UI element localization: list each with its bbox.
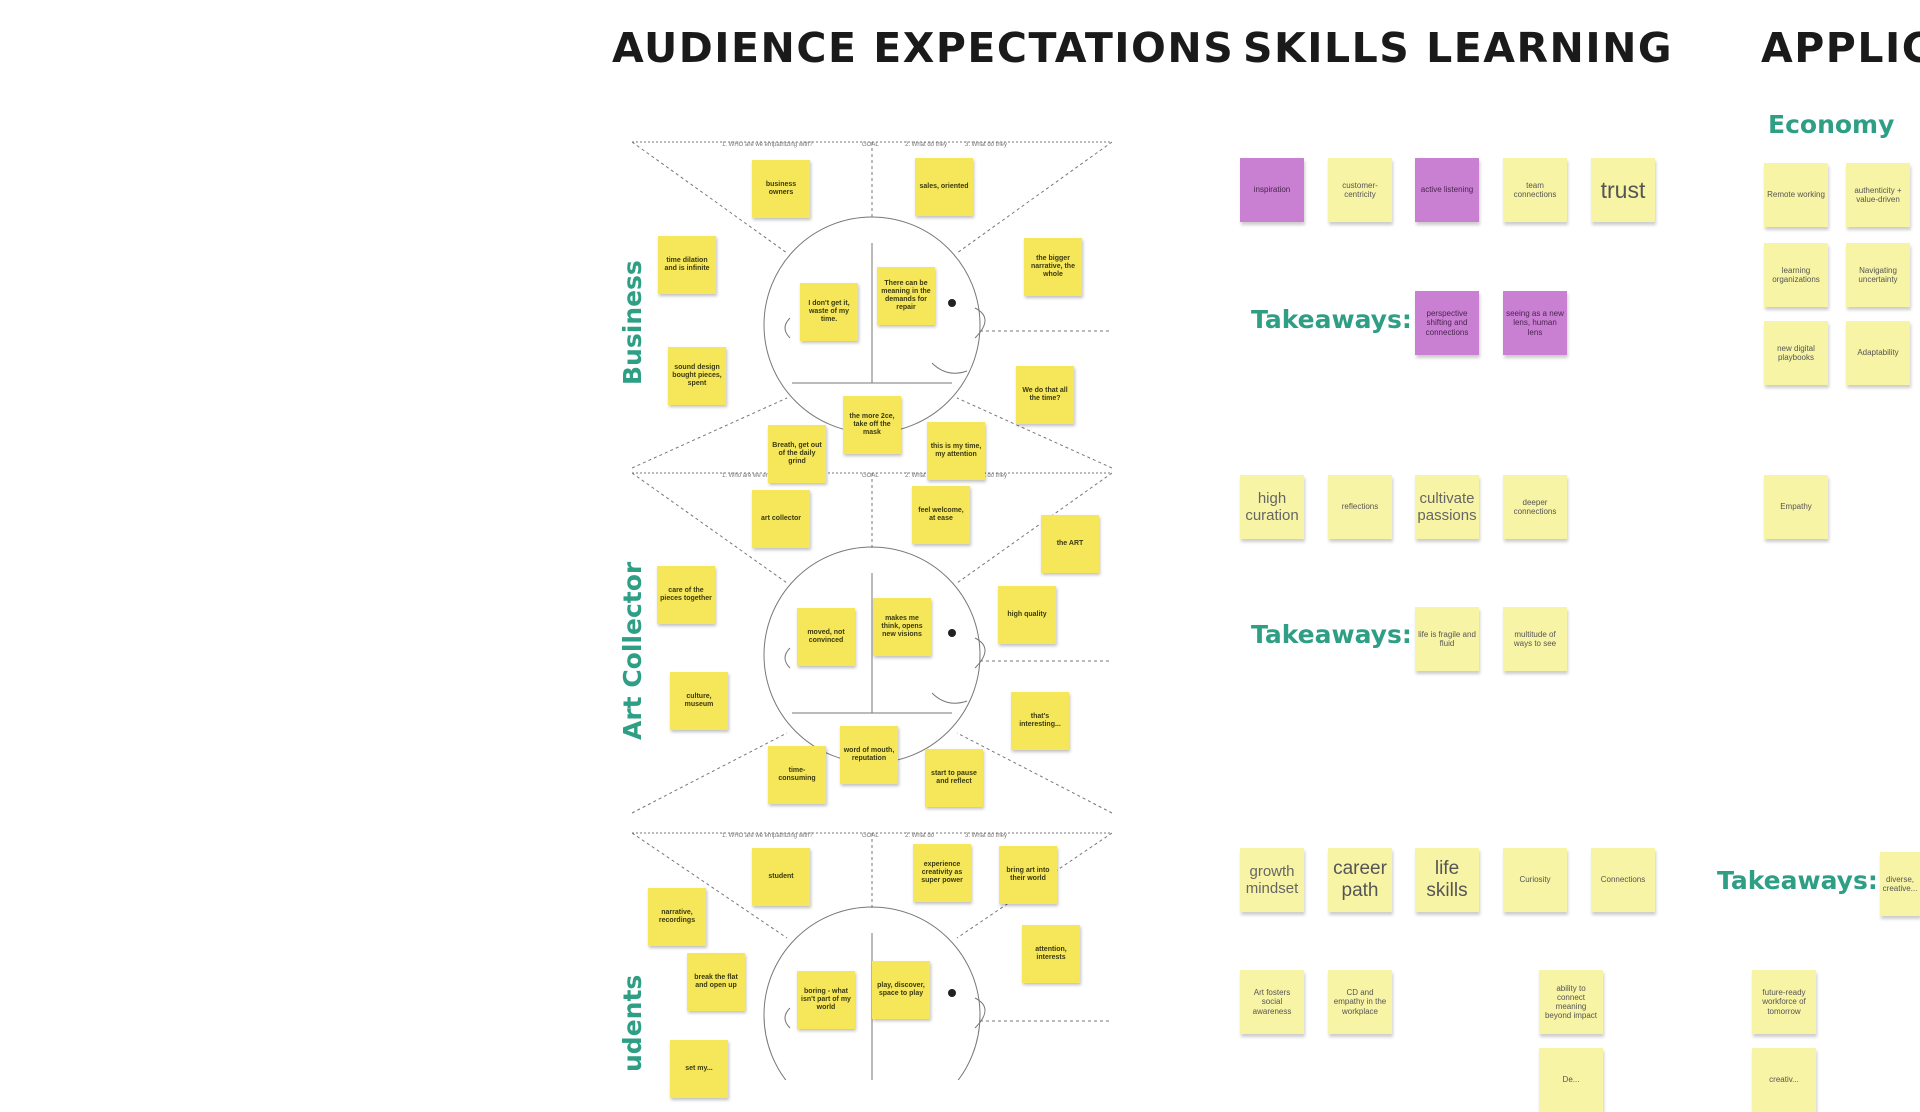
sticky-note[interactable]: sales, oriented: [915, 158, 973, 216]
sticky-note[interactable]: care of the pieces together: [657, 566, 715, 624]
sticky-note[interactable]: trust: [1591, 158, 1655, 222]
map-caption: GOAL: [862, 142, 879, 148]
sticky-note[interactable]: Remote working: [1764, 163, 1828, 227]
sticky-note[interactable]: Breath, get out of the daily grind: [768, 425, 826, 483]
sticky-note[interactable]: seeing as a new lens, human lens: [1503, 291, 1567, 355]
sticky-note[interactable]: art collector: [752, 490, 810, 548]
sticky-note[interactable]: break the flat and open up: [687, 953, 745, 1011]
sticky-note[interactable]: narrative, recordings: [648, 888, 706, 946]
header-applica: APPLICA: [1761, 24, 1920, 72]
label-business: Business: [618, 260, 647, 385]
sticky-note[interactable]: life skills: [1415, 848, 1479, 912]
takeaways-label: Takeaways:: [1717, 866, 1878, 895]
sticky-note[interactable]: We do that all the time?: [1016, 366, 1074, 424]
sticky-note[interactable]: the more 2ce, take off the mask: [843, 396, 901, 454]
sticky-note[interactable]: feel welcome, at ease: [912, 486, 970, 544]
sticky-note[interactable]: Art fosters social awareness: [1240, 970, 1304, 1034]
sticky-note[interactable]: boring - what isn't part of my world: [797, 971, 855, 1029]
map-caption: GOAL: [862, 833, 879, 839]
header-audience-expectations: AUDIENCE EXPECTATIONS: [612, 24, 1235, 72]
sticky-note[interactable]: customer-centricity: [1328, 158, 1392, 222]
sticky-note[interactable]: deeper connections: [1503, 475, 1567, 539]
header-skills-learning: SKILLS LEARNING: [1243, 24, 1674, 72]
sticky-note[interactable]: ability to connect meaning beyond impact: [1539, 970, 1603, 1034]
sticky-note[interactable]: business owners: [752, 160, 810, 218]
sticky-note[interactable]: bring art into their world: [999, 846, 1057, 904]
section-title-economy: Economy: [1768, 110, 1895, 139]
sticky-note[interactable]: diverse, creative...: [1880, 852, 1920, 916]
sticky-note[interactable]: the ART: [1041, 515, 1099, 573]
sticky-note[interactable]: this is my time, my attention: [927, 422, 985, 480]
sticky-note[interactable]: that's interesting...: [1011, 692, 1069, 750]
map-caption: 1. WHO are we empathizing with?: [722, 142, 813, 148]
map-caption: 2. What do they: [905, 473, 947, 479]
sticky-note[interactable]: student: [752, 848, 810, 906]
sticky-note[interactable]: experience creativity as super power: [913, 844, 971, 902]
takeaways-label: Takeaways:: [1251, 620, 1412, 649]
sticky-note[interactable]: moved, not convinced: [797, 608, 855, 666]
sticky-note[interactable]: time-consuming: [768, 746, 826, 804]
label-students: udents: [618, 974, 647, 1072]
map-caption: GOAL: [862, 473, 879, 479]
takeaways-label: Takeaways:: [1251, 305, 1412, 334]
sticky-note[interactable]: Connections: [1591, 848, 1655, 912]
sticky-note[interactable]: the bigger narrative, the whole: [1024, 238, 1082, 296]
sticky-note[interactable]: CD and empathy in the workplace: [1328, 970, 1392, 1034]
sticky-note[interactable]: Curiosity: [1503, 848, 1567, 912]
sticky-note[interactable]: I don't get it, waste of my time.: [800, 283, 858, 341]
empathy-map-diagram: [632, 141, 1112, 1080]
label-art-collector: Art Collector: [618, 561, 647, 740]
map-caption: 3. What do they: [965, 473, 1008, 479]
map-caption: 2. What do they: [905, 142, 948, 148]
sticky-note[interactable]: word of mouth, reputation: [840, 726, 898, 784]
sticky-note[interactable]: creativ...: [1752, 1048, 1816, 1112]
sticky-note[interactable]: inspiration: [1240, 158, 1304, 222]
sticky-note[interactable]: authenticity + value-driven: [1846, 163, 1910, 227]
sticky-note[interactable]: time dilation and is infinite: [658, 236, 716, 294]
sticky-note[interactable]: culture, museum: [670, 672, 728, 730]
sticky-note[interactable]: reflections: [1328, 475, 1392, 539]
sticky-note[interactable]: active listening: [1415, 158, 1479, 222]
sticky-note[interactable]: future-ready workforce of tomorrow: [1752, 970, 1816, 1034]
map-caption: 3. What do they: [965, 833, 1008, 839]
map-caption: 3. What do they: [965, 142, 1008, 148]
sticky-note[interactable]: Empathy: [1764, 475, 1828, 539]
sticky-note[interactable]: high curation: [1240, 475, 1304, 539]
sticky-note[interactable]: life is fragile and fluid: [1415, 607, 1479, 671]
map-caption: 2. What do: [905, 833, 935, 839]
sticky-note[interactable]: play, discover, space to play: [872, 961, 930, 1019]
sticky-note[interactable]: Navigating uncertainty: [1846, 243, 1910, 307]
sticky-note[interactable]: There can be meaning in the demands for …: [877, 267, 935, 325]
sticky-note[interactable]: set my...: [670, 1040, 728, 1098]
sticky-note[interactable]: new digital playbooks: [1764, 321, 1828, 385]
sticky-note[interactable]: multitude of ways to see: [1503, 607, 1567, 671]
sticky-note[interactable]: learning organizations: [1764, 243, 1828, 307]
sticky-note[interactable]: career path: [1328, 848, 1392, 912]
sticky-note[interactable]: attention, interests: [1022, 925, 1080, 983]
map-caption: 1. WHO are we empathizing with?: [722, 833, 813, 839]
sticky-note[interactable]: perspective shifting and connections: [1415, 291, 1479, 355]
map-caption: 1. Who are we empathizing with?: [722, 473, 811, 479]
sticky-note[interactable]: high quality: [998, 586, 1056, 644]
sticky-note[interactable]: cultivate passions: [1415, 475, 1479, 539]
sticky-note[interactable]: makes me think, opens new visions: [873, 598, 931, 656]
sticky-note[interactable]: Adaptability: [1846, 321, 1910, 385]
sticky-note[interactable]: start to pause and reflect: [925, 749, 983, 807]
sticky-note[interactable]: sound design bought pieces, spent: [668, 347, 726, 405]
sticky-note[interactable]: growth mindset: [1240, 848, 1304, 912]
sticky-note[interactable]: team connections: [1503, 158, 1567, 222]
sticky-note[interactable]: De...: [1539, 1048, 1603, 1112]
